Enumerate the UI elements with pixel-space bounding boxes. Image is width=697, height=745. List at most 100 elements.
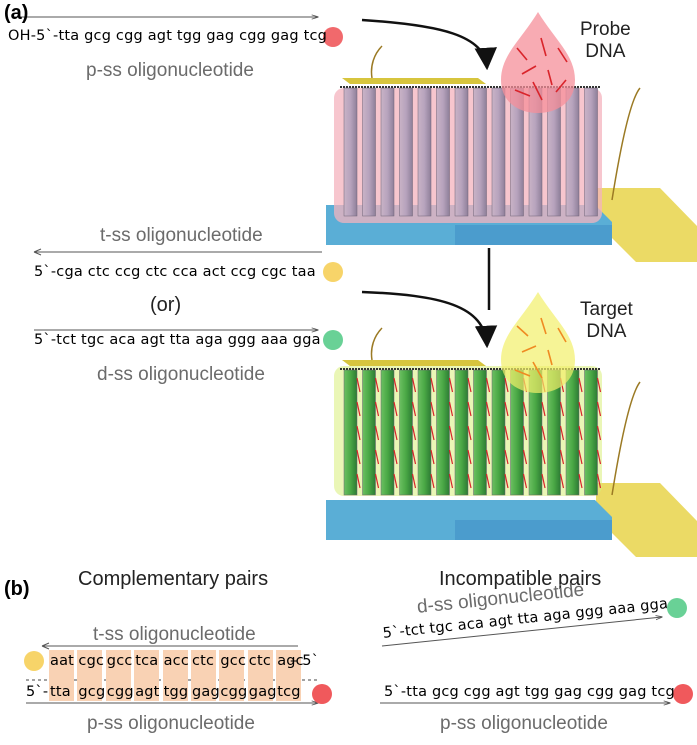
probe-device bbox=[326, 12, 697, 262]
hybridized-dna-mark bbox=[559, 449, 565, 465]
hybridized-dna-mark bbox=[430, 377, 435, 393]
hybridized-dna-mark bbox=[430, 425, 435, 441]
hybridized-dna-mark bbox=[448, 377, 454, 393]
hybridized-dna-mark bbox=[578, 401, 583, 417]
hybridized-dna-mark bbox=[430, 473, 435, 489]
nanopillar bbox=[399, 87, 413, 217]
hybridized-dna-mark bbox=[411, 401, 417, 417]
d-ss-label: d-ss oligonucleotide bbox=[97, 364, 265, 385]
nanopillar bbox=[343, 369, 358, 496]
hybridized-dna-mark bbox=[485, 401, 491, 417]
hybridized-dna-mark bbox=[393, 425, 398, 441]
hybridized-dna-mark bbox=[596, 401, 602, 417]
hybridized-dna-mark bbox=[411, 449, 417, 465]
hybridized-dna-mark bbox=[448, 425, 454, 441]
nanopillar bbox=[584, 369, 598, 496]
top-codon: gcc bbox=[220, 653, 247, 669]
nanopillar bbox=[473, 87, 487, 217]
top-codon: aat bbox=[50, 653, 75, 669]
hybridized-dna-mark bbox=[356, 401, 361, 417]
d-dot bbox=[323, 330, 343, 350]
top-codon: gcc bbox=[106, 653, 133, 669]
nanopillar bbox=[343, 87, 358, 217]
nanopillar bbox=[380, 87, 395, 217]
hybridized-dna-mark bbox=[393, 449, 398, 465]
d-sequence: 5`-tct tgc aca agt tta aga ggg aaa gga bbox=[34, 332, 321, 348]
hybridized-dna-mark bbox=[467, 449, 472, 465]
nanopillar bbox=[565, 369, 580, 496]
hybridized-dna-mark bbox=[374, 473, 380, 489]
bottom-codon: tcg bbox=[277, 684, 301, 700]
hybridized-dna-mark bbox=[504, 377, 509, 393]
panel-b-label: (b) bbox=[4, 578, 30, 600]
base-pair-box bbox=[247, 650, 273, 701]
hybridized-dna-mark bbox=[430, 449, 435, 465]
hybridized-dna-mark bbox=[522, 401, 528, 417]
t-ss-label: t-ss oligonucleotide bbox=[100, 225, 263, 246]
nanopillar bbox=[399, 369, 413, 496]
base-pair-box bbox=[77, 650, 103, 701]
probe-dna-title: Probe DNA bbox=[580, 19, 631, 62]
comp-top-end: – 5` bbox=[290, 653, 320, 669]
probe-sequence: OH-5`-tta gcg cgg agt tgg gag cgg gag tc… bbox=[8, 28, 328, 44]
hybridized-dna-mark bbox=[467, 473, 472, 489]
hybridized-dna-mark bbox=[430, 401, 435, 417]
hybridized-dna-mark bbox=[411, 377, 417, 393]
probe-dot bbox=[323, 27, 343, 47]
bottom-codon: agt bbox=[135, 684, 160, 700]
p-ss-label: p-ss oligonucleotide bbox=[86, 60, 254, 81]
inc-p-sequence: 5`-tta gcg cgg agt tgg gag cgg gag tcg bbox=[384, 684, 675, 700]
hybridized-dna-mark bbox=[559, 425, 565, 441]
bottom-codon: cgg bbox=[220, 684, 248, 700]
hybridized-dna-mark bbox=[541, 401, 546, 417]
base-pair-box bbox=[105, 650, 131, 701]
t-sequence: 5`-cga ctc ccg ctc cca act ccg cgc taa bbox=[34, 264, 316, 280]
nanopillar bbox=[565, 87, 580, 217]
comp-t-label: t-ss oligonucleotide bbox=[93, 624, 256, 645]
hybridized-dna-mark bbox=[411, 473, 417, 489]
hybridized-dna-mark bbox=[522, 473, 528, 489]
hybridized-dna-mark bbox=[448, 473, 454, 489]
hybridized-dna-mark bbox=[559, 473, 565, 489]
hybridized-dna-mark bbox=[356, 473, 361, 489]
t-dot bbox=[323, 262, 343, 282]
inc-p-label: p-ss oligonucleotide bbox=[440, 713, 608, 734]
target-device bbox=[326, 292, 697, 557]
comp-bottom-start: 5`- bbox=[26, 684, 49, 700]
probe-curve-arrow bbox=[361, 18, 497, 71]
inc-p-dot bbox=[673, 684, 693, 704]
bottom-codon: tta bbox=[50, 684, 71, 700]
top-codon: ctc bbox=[248, 653, 272, 669]
target-curve-arrow bbox=[361, 290, 498, 349]
hybridized-dna-mark bbox=[541, 473, 546, 489]
hybridized-dna-mark bbox=[485, 449, 491, 465]
nanopillar bbox=[473, 369, 487, 496]
nanopillar bbox=[454, 369, 469, 496]
hybridized-dna-mark bbox=[578, 377, 583, 393]
hybridized-dna-mark bbox=[485, 377, 491, 393]
base-pair-box bbox=[49, 650, 74, 701]
bottom-codon: gag bbox=[248, 684, 277, 700]
hybridized-dna-mark bbox=[356, 377, 361, 393]
nanopillar bbox=[584, 87, 598, 217]
hybridized-dna-mark bbox=[467, 377, 472, 393]
hybridized-dna-mark bbox=[522, 425, 528, 441]
hybridized-dna-mark bbox=[356, 449, 361, 465]
top-codon: agc bbox=[277, 653, 304, 669]
bottom-codon: tgg bbox=[163, 684, 189, 700]
target-dna-title: Target DNA bbox=[580, 299, 633, 342]
hybridized-dna-mark bbox=[356, 425, 361, 441]
nanopillar bbox=[491, 369, 506, 496]
panel-a-label: (a) bbox=[4, 2, 29, 24]
hybridized-dna-mark bbox=[467, 425, 472, 441]
hybridized-dna-mark bbox=[578, 425, 583, 441]
nanopillar bbox=[491, 87, 506, 217]
hybridized-dna-mark bbox=[411, 425, 417, 441]
base-pair-box bbox=[219, 650, 245, 701]
hybridized-dna-mark bbox=[485, 425, 491, 441]
nanopillar bbox=[454, 87, 469, 217]
hybridized-dna-mark bbox=[448, 401, 454, 417]
hybridized-dna-mark bbox=[541, 449, 546, 465]
comp-p-dot bbox=[312, 684, 332, 704]
